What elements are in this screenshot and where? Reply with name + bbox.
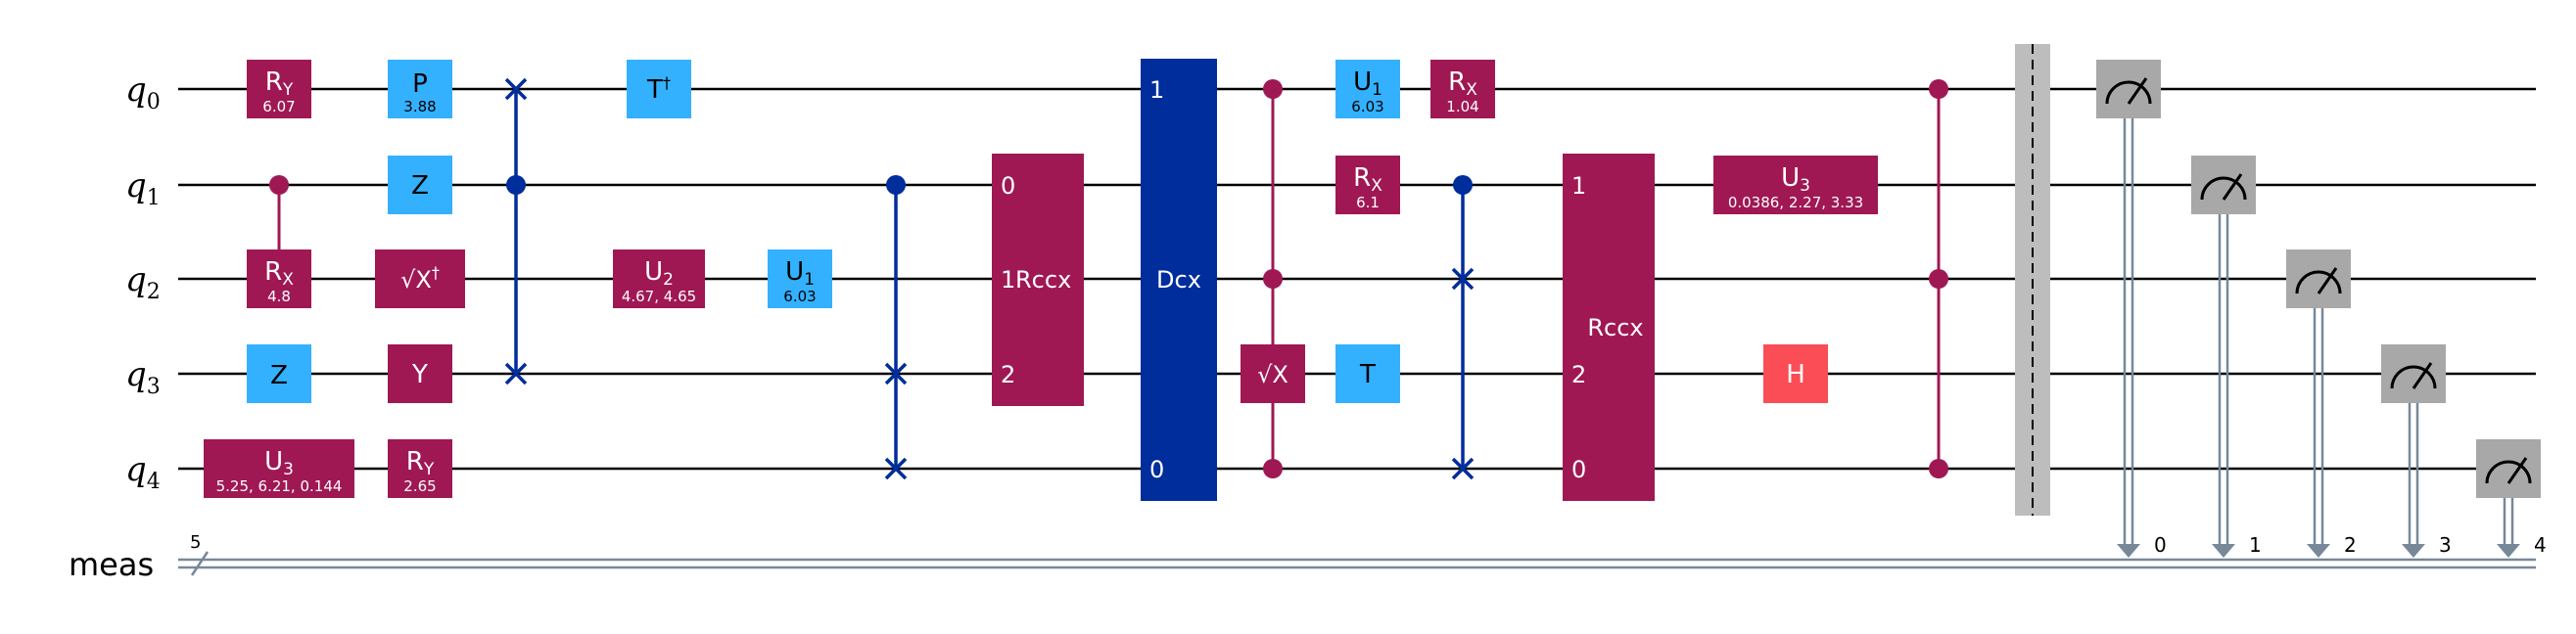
gate-rx-q1[interactable]: RX 6.1: [1335, 156, 1400, 214]
svg-text:T†: T†: [646, 73, 671, 105]
gate-ry-q0[interactable]: RY 6.07: [247, 60, 311, 118]
gate-dcx[interactable]: 1 0 Dcx: [1141, 59, 1217, 501]
svg-text:T: T: [1359, 360, 1376, 389]
gate-z-q3[interactable]: Z: [247, 344, 311, 403]
svg-text:Rccx: Rccx: [1015, 266, 1071, 294]
svg-text:1: 1: [1571, 172, 1586, 200]
svg-text:Dcx: Dcx: [1156, 266, 1201, 294]
svg-text:U1: U1: [785, 257, 815, 290]
gate-ry-q4[interactable]: RY 2.65: [388, 439, 452, 498]
svg-text:0: 0: [1001, 172, 1015, 200]
gate-u1-q2[interactable]: U1 6.03: [768, 249, 832, 308]
qubit-label-q4: q4: [125, 450, 161, 494]
measure-bit-label-2: 2: [2344, 533, 2357, 557]
svg-text:4.8: 4.8: [267, 288, 291, 305]
svg-text:Rccx: Rccx: [1587, 314, 1643, 341]
measure-bit-label-3: 3: [2439, 533, 2452, 557]
svg-text:0.0386, 2.27, 3.33: 0.0386, 2.27, 3.33: [1728, 194, 1863, 211]
mc-z-gate[interactable]: [1929, 79, 1948, 478]
svg-text:4.67, 4.65: 4.67, 4.65: [622, 288, 696, 305]
gate-rccx-b[interactable]: 1 2 0 Rccx: [1563, 154, 1655, 501]
cswap-gate[interactable]: [504, 77, 528, 385]
svg-text:3.88: 3.88: [403, 98, 436, 115]
svg-text:2: 2: [1001, 361, 1015, 388]
measure-q4[interactable]: 4: [2476, 439, 2547, 558]
svg-text:0: 0: [1149, 456, 1164, 483]
svg-text:U3: U3: [264, 447, 294, 479]
gate-u3-q1[interactable]: U3 0.0386, 2.27, 3.33: [1713, 156, 1878, 214]
qubit-label-q3: q3: [125, 355, 161, 399]
svg-text:RX: RX: [1353, 163, 1382, 196]
gate-u1-q0[interactable]: U1 6.03: [1335, 60, 1400, 118]
mc-sx-gate[interactable]: √X: [1241, 79, 1305, 478]
gate-t-q3[interactable]: T: [1335, 344, 1400, 403]
classical-register-label: meas: [69, 546, 154, 583]
svg-text:Z: Z: [411, 171, 429, 201]
gate-rx-q0[interactable]: RX 1.04: [1430, 60, 1495, 118]
svg-text:0: 0: [1571, 456, 1586, 483]
gate-sxdg-q2[interactable]: √X†: [375, 249, 465, 308]
measure-bit-label-0: 0: [2154, 533, 2167, 557]
qubit-label-q1: q1: [125, 166, 161, 210]
svg-text:√X: √X: [1257, 361, 1288, 388]
gate-tdg-q0[interactable]: T†: [627, 60, 691, 118]
svg-text:2.65: 2.65: [403, 477, 436, 495]
qubit-labels: q0 q1 q2 q3 q4 meas 5: [69, 70, 201, 583]
crx-control-dot: [269, 175, 289, 195]
qubit-wires: [178, 87, 2536, 471]
svg-text:1.04: 1.04: [1446, 98, 1478, 115]
gate-p-q0[interactable]: P 3.88: [388, 60, 452, 118]
svg-text:RY: RY: [406, 447, 435, 479]
classical-register-size: 5: [190, 532, 201, 553]
qubit-label-q2: q2: [125, 260, 161, 304]
svg-text:1: 1: [1149, 76, 1164, 104]
svg-text:6.07: 6.07: [262, 98, 295, 115]
svg-text:RX: RX: [1448, 68, 1477, 100]
svg-text:5.25, 6.21, 0.144: 5.25, 6.21, 0.144: [216, 477, 343, 495]
qubit-label-q0: q0: [125, 70, 161, 114]
gate-z-q1[interactable]: Z: [388, 156, 452, 214]
svg-text:RY: RY: [265, 68, 294, 100]
svg-text:6.03: 6.03: [1351, 98, 1383, 115]
svg-text:U2: U2: [644, 257, 674, 290]
measure-q0[interactable]: 0: [2096, 60, 2167, 558]
measure-q2[interactable]: 2: [2286, 249, 2357, 558]
classical-wire: [178, 551, 2536, 576]
cswap-gate-2[interactable]: [884, 175, 908, 480]
svg-text:Z: Z: [270, 361, 288, 390]
svg-text:6.1: 6.1: [1356, 194, 1380, 211]
barrier: [2015, 44, 2050, 516]
svg-text:1: 1: [1001, 266, 1015, 294]
gate-crx-q2[interactable]: RX 4.8: [247, 249, 311, 308]
svg-text:U1: U1: [1353, 68, 1382, 100]
measure-bit-label-4: 4: [2534, 533, 2547, 557]
gate-u3-q4[interactable]: U3 5.25, 6.21, 0.144: [204, 439, 354, 498]
gate-rccx-a[interactable]: 0 1 2 Rccx: [992, 154, 1084, 406]
svg-text:P: P: [412, 69, 428, 99]
measure-q1[interactable]: 1: [2191, 156, 2262, 558]
svg-text:6.03: 6.03: [783, 288, 816, 305]
svg-text:Y: Y: [411, 360, 428, 389]
gate-y-q3[interactable]: Y: [388, 344, 452, 403]
svg-text:√X†: √X†: [400, 263, 440, 294]
measure-q3[interactable]: 3: [2381, 344, 2452, 558]
gate-h-q3[interactable]: H: [1763, 344, 1828, 403]
cswap-gate-3[interactable]: [1451, 175, 1475, 480]
svg-text:U3: U3: [1781, 163, 1810, 196]
svg-text:H: H: [1786, 360, 1805, 389]
svg-text:RX: RX: [264, 257, 294, 290]
gate-u2-q2[interactable]: U2 4.67, 4.65: [613, 249, 705, 308]
register-slash: [190, 551, 210, 576]
svg-text:2: 2: [1571, 361, 1586, 388]
measure-bit-label-1: 1: [2249, 533, 2262, 557]
